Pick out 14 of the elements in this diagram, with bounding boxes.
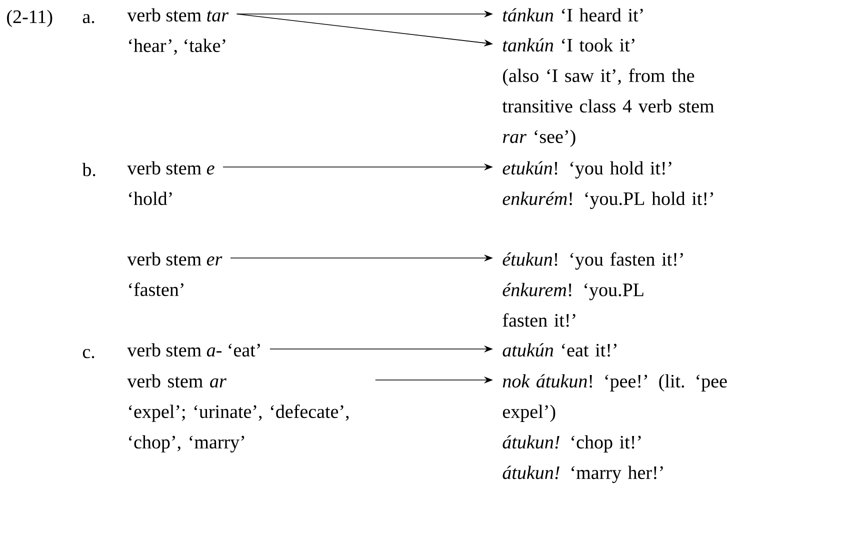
item-letter: a.	[82, 14, 94, 24]
verb-form-text: nok átukun! ‘pee!’ (lit. ‘pee expel’) átukun! ‘chop it!’ átukun! ‘marry her!’	[502, 374, 727, 483]
item-letter: b.	[82, 162, 96, 176]
item-letter: c.	[82, 349, 94, 358]
verb-form-text: tankún ‘I took it’ (also ‘I saw it’, from the transitive class 4 verb stem rar ‘see’)	[502, 38, 714, 147]
verb-stem-text: verb stem e ‘hold’	[127, 161, 214, 206]
verb-form-text: atukún ‘eat it!’	[502, 343, 616, 357]
verb-form-text: tánkun ‘I heard it’	[503, 8, 643, 22]
verb-stem-text: verb stem a- ‘eat’	[127, 343, 260, 357]
verb-stem-text: verb stem tar ‘hear’, ‘take’	[127, 8, 229, 55]
example-number: (2-11)	[7, 10, 52, 28]
verb-stem-text: verb stem ar ‘expel’; ‘urinate’, ‘defecate’, ‘chop’, ‘marry’	[127, 374, 349, 452]
verb-form-text: etukún! ‘you hold it!’ enkurém! ‘you.PL hold it!’	[502, 161, 714, 209]
verb-stem-text: verb stem er ‘fasten’	[127, 252, 222, 296]
